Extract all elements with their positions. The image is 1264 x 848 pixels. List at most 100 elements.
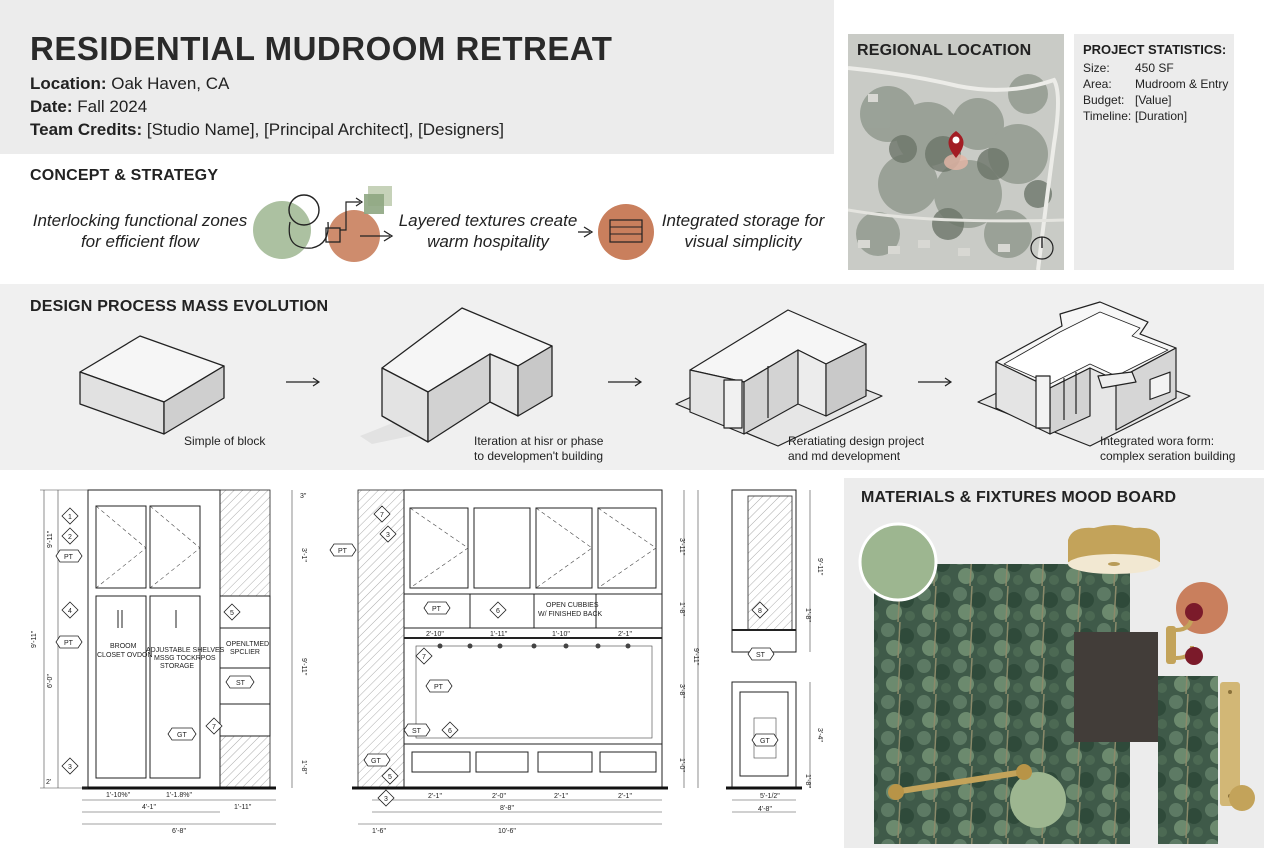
location-label: Location:: [30, 74, 107, 93]
elev2-open-label-1: OPEN CUBBIES: [546, 602, 599, 609]
elev2-dim-b3: 2'-1": [554, 793, 568, 800]
elev2-dim-top1: 2'-10": [426, 631, 444, 638]
elev1-dim-b2: 1'-1.8%": [166, 792, 193, 799]
elev3-tag-8: 8: [758, 608, 762, 615]
brass-drawer-pull: [888, 764, 1032, 800]
date-line: Date: Fall 2024: [30, 97, 147, 117]
elev1-label-a2: CLOSET OVDON: [97, 652, 153, 659]
elev1-dim-b1: 1'-10%": [106, 792, 131, 799]
zone-square-icon: [325, 227, 341, 243]
elev2-dim-top2: 1'-11": [490, 631, 508, 638]
elev3-st: ST: [756, 652, 766, 659]
elevation-2: 7 3 7 6 5 3 PT PT PT ST GT 6 OPEN CUBBIE…: [329, 489, 699, 835]
elev2-tags: [329, 505, 507, 807]
elev1-label-b3: STORAGE: [160, 663, 194, 670]
credits-label: Team Credits:: [30, 120, 143, 139]
project-stats-panel: PROJECT STATISTICS: Size: 450 SF Area: M…: [1074, 34, 1234, 270]
concept-diagram: [253, 186, 654, 262]
mass-arrow-3: [918, 377, 953, 387]
elev1-dim-right-a: 3'-1": [300, 548, 307, 562]
mass-arrow-1: [286, 377, 321, 387]
credits-line: Team Credits: [Studio Name], [Principal …: [30, 120, 504, 140]
arrow-right-icon: [383, 230, 394, 242]
forest-wallpaper-strip: [1158, 676, 1218, 844]
mass-step-2-block: [360, 307, 553, 444]
elev3-dim-d: 1'-8": [804, 774, 811, 788]
elev1-label-c1: OPENLTMED: [226, 641, 269, 648]
mass-caption-3: Reratiating design project and md develo…: [788, 434, 925, 463]
elev3-dim-f: 4'-8": [758, 806, 772, 813]
elevation-1: 1 2 4 3 5 7 PT PT ST GT BROOM CLOSET OVD…: [31, 489, 307, 835]
elev3-dim-a: 9'-11": [816, 558, 823, 576]
mass-step-4-block: [977, 301, 1191, 447]
stats-title: PROJECT STATISTICS:: [1083, 42, 1227, 57]
elev2-open-label-2: W/ FINISHED BACK: [538, 611, 603, 618]
elev1-dim-b4: 1'-11": [234, 804, 252, 811]
elev2-tag-5: 5: [388, 774, 392, 781]
elev2-dim-b5: 8'-8": [500, 805, 514, 812]
elev2-tag-6: 6: [448, 728, 452, 735]
credits-value: [Studio Name], [Principal Architect], [D…: [146, 120, 504, 139]
elev2-dim-right-e: 1'-0": [678, 758, 685, 772]
elev1-pt-2: PT: [64, 640, 74, 647]
sage-paint-swatch: [858, 522, 938, 602]
mass-diagrams: [79, 301, 1191, 447]
concept-title: CONCEPT & STRATEGY: [30, 167, 219, 184]
elev2-dim-right-d: 3'-8": [678, 684, 685, 698]
elev2-dim-b2: 2'-0": [492, 793, 506, 800]
mood-board-images: [858, 522, 1255, 844]
elev2-dim-b6: 10'-6": [498, 828, 516, 835]
date-value: Fall 2024: [77, 97, 148, 116]
elev1-dim-right-c: 1'-8": [300, 760, 307, 774]
elev1-dim-right-b: 9'-11": [300, 658, 307, 676]
elev1-dim-b3: 4'-1": [142, 804, 156, 811]
elev1-tag-3: 3: [68, 764, 72, 771]
elev1-label-c2: SPCLIER: [230, 649, 260, 656]
dark-tile-swatch: [1074, 632, 1158, 742]
mass-caption-2: Iteration at hisr or phase to developmen…: [474, 434, 604, 463]
elev1-tag-4: 4: [68, 608, 72, 615]
zone-circle-terracotta: [328, 210, 380, 262]
brass-door-plate: [1220, 682, 1255, 811]
flow-circle-icon: [288, 194, 320, 226]
concept-text-1: Interlocking functional zones for effici…: [32, 211, 248, 251]
elev1-dim-h-total: 9'-11": [31, 630, 38, 648]
elev1-tags: [55, 507, 255, 775]
elev3-dim-c: 3'-4": [816, 728, 823, 742]
storage-circle: [598, 204, 654, 260]
regional-map: [848, 34, 1064, 270]
stat-timeline-value: [Duration]: [1135, 109, 1188, 123]
storage-cabinet-icon: [609, 219, 643, 243]
elev1-tag-7: 7: [212, 724, 216, 731]
stat-size-label: Size:: [1083, 61, 1110, 75]
mass-arrow-2: [608, 377, 643, 387]
elev2-dim-right-b: 1'-8": [678, 602, 685, 616]
elev3-dim-e: 5'-1/2": [760, 793, 780, 800]
arrow-right-icon-2: [583, 226, 594, 238]
zone-circle-sage: [253, 201, 311, 259]
regional-title: REGIONAL LOCATION: [857, 42, 1032, 59]
elev2-tag-7b: 7: [422, 654, 426, 661]
mass-caption-1: Simple of block: [184, 434, 266, 448]
sage-swatch-small: [1010, 772, 1066, 828]
concept-text-2: Layered textures create warm hospitality: [398, 211, 578, 251]
elev1-dim-left-b: 6'-0": [47, 674, 54, 688]
brass-sconce: [1166, 603, 1203, 665]
elev1-pt-1: PT: [64, 554, 74, 561]
elev2-tag-7a: 7: [380, 512, 384, 519]
brass-ceiling-light: [1068, 525, 1160, 574]
elev3-dim-b: 1'-8": [804, 608, 811, 622]
elev2-dim-top3: 1'-10": [552, 631, 570, 638]
elev2-tag-3b: 3: [384, 796, 388, 803]
date-label: Date:: [30, 97, 73, 116]
aerial-map-image: [848, 34, 1064, 270]
elev1-tag-5: 5: [230, 610, 234, 617]
elev2-dim-left: 1'-6": [372, 828, 386, 835]
elev2-tag-3a: 3: [386, 532, 390, 539]
concept-text-3: Integrated storage for visual simplicity: [661, 211, 825, 251]
elevation-drawings: 1 2 4 3 5 7 PT PT ST GT BROOM CLOSET OVD…: [31, 489, 823, 835]
stat-budget-label: Budget:: [1083, 93, 1125, 107]
elev1-dim-b5: 6'-8": [172, 828, 186, 835]
stat-budget-value: [Value]: [1135, 93, 1172, 107]
mood-board-title: MATERIALS & FIXTURES MOOD BOARD: [861, 489, 1177, 506]
